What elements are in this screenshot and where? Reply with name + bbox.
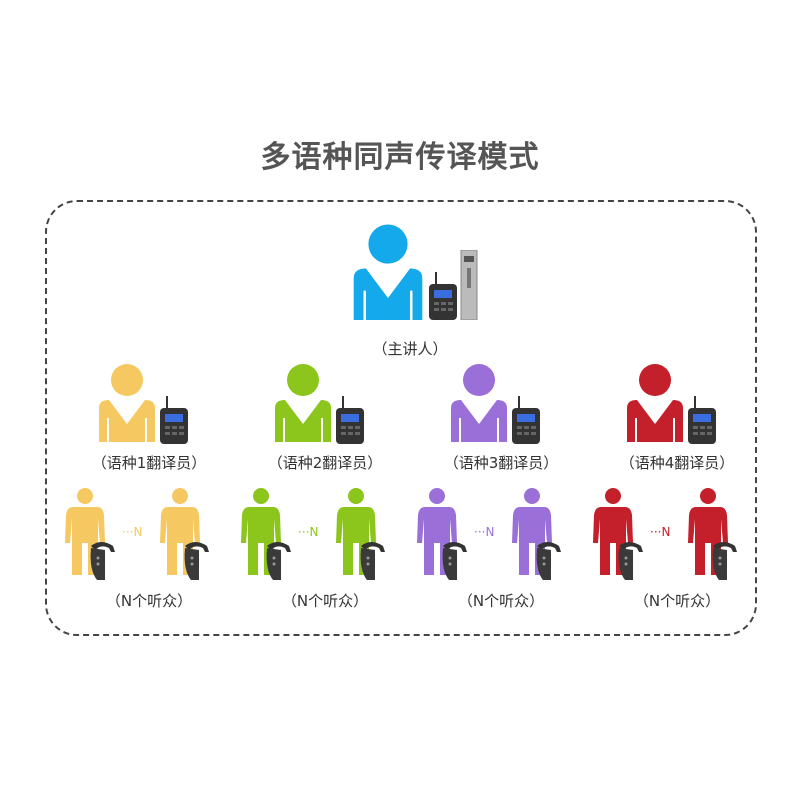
transmitter-icon bbox=[428, 272, 458, 324]
translator-label: （语种4翻译员） bbox=[619, 454, 735, 472]
headset-icon bbox=[531, 540, 563, 584]
diagram-title: 多语种同声传译模式 bbox=[260, 140, 540, 175]
translator-label: （语种1翻译员） bbox=[91, 454, 207, 472]
translator-person-icon bbox=[97, 362, 157, 446]
headset-icon bbox=[707, 540, 739, 584]
headset-icon bbox=[437, 540, 469, 584]
microphone-station-icon bbox=[460, 249, 478, 324]
translator-transmitter-icon bbox=[159, 396, 189, 448]
speaker-label: （主讲人） bbox=[372, 340, 448, 358]
headset-icon bbox=[613, 540, 645, 584]
headset-icon bbox=[85, 540, 117, 584]
speaker-person-icon bbox=[350, 222, 426, 324]
headset-icon bbox=[179, 540, 211, 584]
translator-person-icon bbox=[625, 362, 685, 446]
translator-person-icon bbox=[449, 362, 509, 446]
listeners-label: （N个听众） bbox=[457, 592, 545, 610]
headset-icon bbox=[261, 540, 293, 584]
translator-label: （语种2翻译员） bbox=[267, 454, 383, 472]
translator-label: （语种3翻译员） bbox=[443, 454, 559, 472]
more-listeners-indicator: ···N bbox=[474, 525, 495, 539]
translator-transmitter-icon bbox=[687, 396, 717, 448]
more-listeners-indicator: ···N bbox=[298, 525, 319, 539]
dashed-frame bbox=[45, 200, 757, 636]
more-listeners-indicator: ···N bbox=[650, 525, 671, 539]
listeners-label: （N个听众） bbox=[105, 592, 193, 610]
listeners-label: （N个听众） bbox=[281, 592, 369, 610]
headset-icon bbox=[355, 540, 387, 584]
listeners-label: （N个听众） bbox=[633, 592, 721, 610]
translator-transmitter-icon bbox=[335, 396, 365, 448]
translator-transmitter-icon bbox=[511, 396, 541, 448]
translator-person-icon bbox=[273, 362, 333, 446]
more-listeners-indicator: ···N bbox=[122, 525, 143, 539]
